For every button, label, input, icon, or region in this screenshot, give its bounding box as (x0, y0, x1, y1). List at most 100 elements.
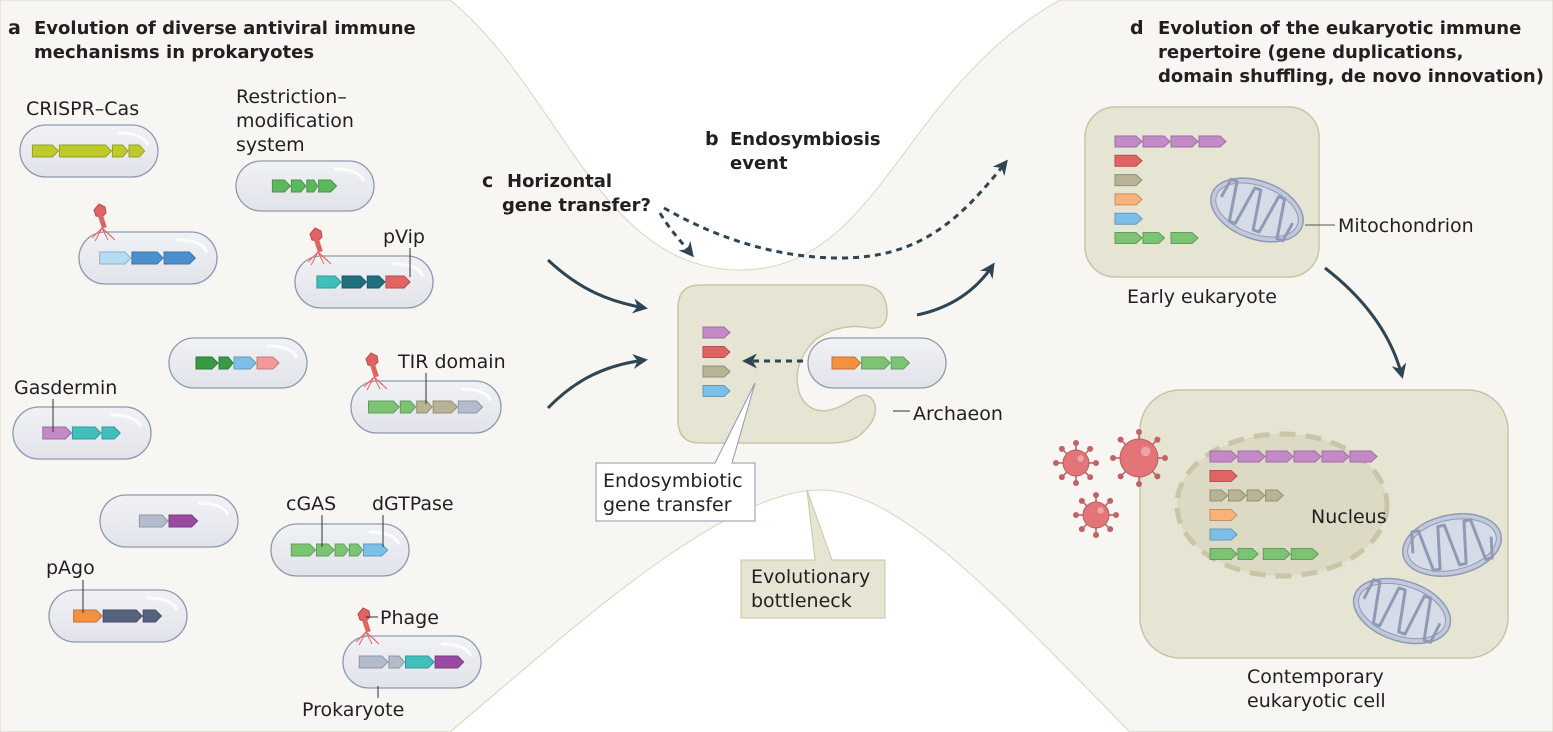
gene-arrow (399, 400, 417, 414)
gene-arrow (1265, 450, 1294, 463)
label-restriction-line1: Restriction– (236, 86, 347, 108)
nucleus-genes (1209, 450, 1378, 560)
label-dgtpase: dGTPase (372, 493, 454, 515)
gene-arrow (831, 356, 862, 370)
tir-domain-cell (350, 352, 502, 434)
gene-arrow (1114, 135, 1143, 148)
mitochondrion-icon (1401, 513, 1503, 577)
phage-icon (355, 607, 380, 646)
gene-arrow (316, 275, 342, 289)
hgt-dashed-arrow-to-eukaryote (663, 159, 1008, 260)
flow-arrows (546, 159, 1407, 410)
gene-arrow (385, 275, 411, 289)
gene-arrow (1293, 450, 1322, 463)
label-pago: pAgo (46, 557, 95, 579)
gene-arrow (233, 356, 257, 370)
label-pvip: pVip (383, 226, 425, 248)
panel-c-letter: c (482, 170, 493, 192)
gene-arrow (42, 426, 73, 440)
gene-arrow (388, 655, 406, 669)
label-crispr-cas: CRISPR–Cas (26, 98, 139, 120)
gene-arrow (99, 251, 132, 265)
gene-arrow (218, 356, 234, 370)
gene-arrow (1290, 548, 1320, 560)
phage-icon (363, 352, 388, 391)
evolutionary-bottleneck-callout: Evolutionary bottleneck (740, 489, 886, 619)
gene-arrow (306, 179, 319, 193)
gene-arrow (163, 251, 197, 265)
endosymbiont-genes (831, 356, 911, 370)
label-contemporary-line1: Contemporary (1247, 666, 1384, 688)
gene-arrow (168, 514, 199, 528)
arrow-in-lower (546, 354, 648, 410)
gene-arrow (1170, 232, 1199, 244)
label-phage: Phage (380, 607, 439, 629)
gene-arrow (432, 400, 459, 414)
gray-purple-cell (99, 494, 239, 548)
label-restriction-line2: modification (236, 110, 354, 132)
gene-arrow (416, 400, 433, 414)
gene-arrow (142, 609, 163, 623)
gene-arrow (128, 144, 146, 158)
panel-b-title-line2: event (730, 153, 788, 174)
gene-arrow (368, 400, 401, 414)
gene-arrow (31, 144, 60, 158)
panel-a-title: a Evolution of diverse antiviral immune … (8, 17, 416, 63)
panel-d-letter: d (1130, 17, 1144, 39)
gene-arrow (1321, 450, 1350, 463)
cgas-dgtpase-cell (270, 523, 410, 577)
gene-arrow (1262, 548, 1292, 560)
host-gene-stack (702, 326, 731, 397)
gene-arrow (434, 655, 465, 669)
pvip-cell (294, 227, 434, 309)
gene-arrow (102, 609, 143, 623)
gene-arrow (256, 356, 280, 370)
phage-icon (307, 227, 332, 266)
gene-arrow (1209, 470, 1238, 482)
gene-arrow (1228, 489, 1247, 502)
gene-arrow (111, 144, 129, 158)
arrow-early-to-contemporary (1324, 266, 1407, 379)
crispr-cas-cell (19, 124, 159, 178)
gene-arrow (1198, 135, 1227, 148)
archaeal-host-cell: Archaeon (677, 284, 1003, 444)
virus-particles (1053, 429, 1168, 538)
gene-arrow (73, 609, 103, 623)
phage-icon (91, 203, 116, 242)
gene-arrow (318, 179, 338, 193)
panel-d-title-line3: domain shuffling, de novo innovation) (1158, 66, 1544, 87)
early-eukaryote-genes (1114, 135, 1227, 244)
panel-d-title-line2: repertoire (gene duplications, (1158, 42, 1463, 63)
panel-b-letter: b (705, 128, 719, 150)
gene-arrow (290, 179, 307, 193)
panel-d-title: d Evolution of the eukaryotic immune rep… (1130, 17, 1544, 87)
gene-arrow (195, 356, 219, 370)
label-cgas: cGAS (286, 493, 336, 515)
gene-arrow (271, 179, 292, 193)
panel-c-title: c Horizontal gene transfer? (482, 170, 651, 216)
label-nucleus: Nucleus (1311, 506, 1387, 528)
gene-arrow (457, 400, 484, 414)
early-eukaryote-cell: Mitochondrion Early eukaryote (1084, 106, 1474, 308)
panel-a-title-line1: Evolution of diverse antiviral immune (34, 18, 416, 39)
gene-arrow (1209, 528, 1238, 541)
panel-c-title-line2: gene transfer? (502, 195, 651, 216)
pago-cell (48, 589, 188, 643)
gene-arrow (290, 543, 317, 557)
gene-arrow (1142, 135, 1171, 148)
example-prokaryote-cell (342, 607, 482, 689)
gene-arrow (702, 385, 731, 397)
label-contemporary-line2: eukaryotic cell (1247, 690, 1386, 712)
mitochondrion-icon (1210, 177, 1304, 243)
virus-icon (1053, 440, 1099, 486)
gene-arrow (1170, 135, 1199, 148)
gene-arrow (1265, 489, 1284, 502)
gene-arrow (1209, 450, 1238, 463)
gene-arrow (334, 543, 349, 557)
panel-d-title-line1: Evolution of the eukaryotic immune (1158, 18, 1521, 39)
gene-arrow (101, 426, 121, 440)
gasdermin-cell (12, 406, 152, 460)
label-archaeon: Archaeon (913, 403, 1003, 425)
gene-arrow (702, 326, 731, 339)
gene-arrow (1349, 450, 1378, 463)
